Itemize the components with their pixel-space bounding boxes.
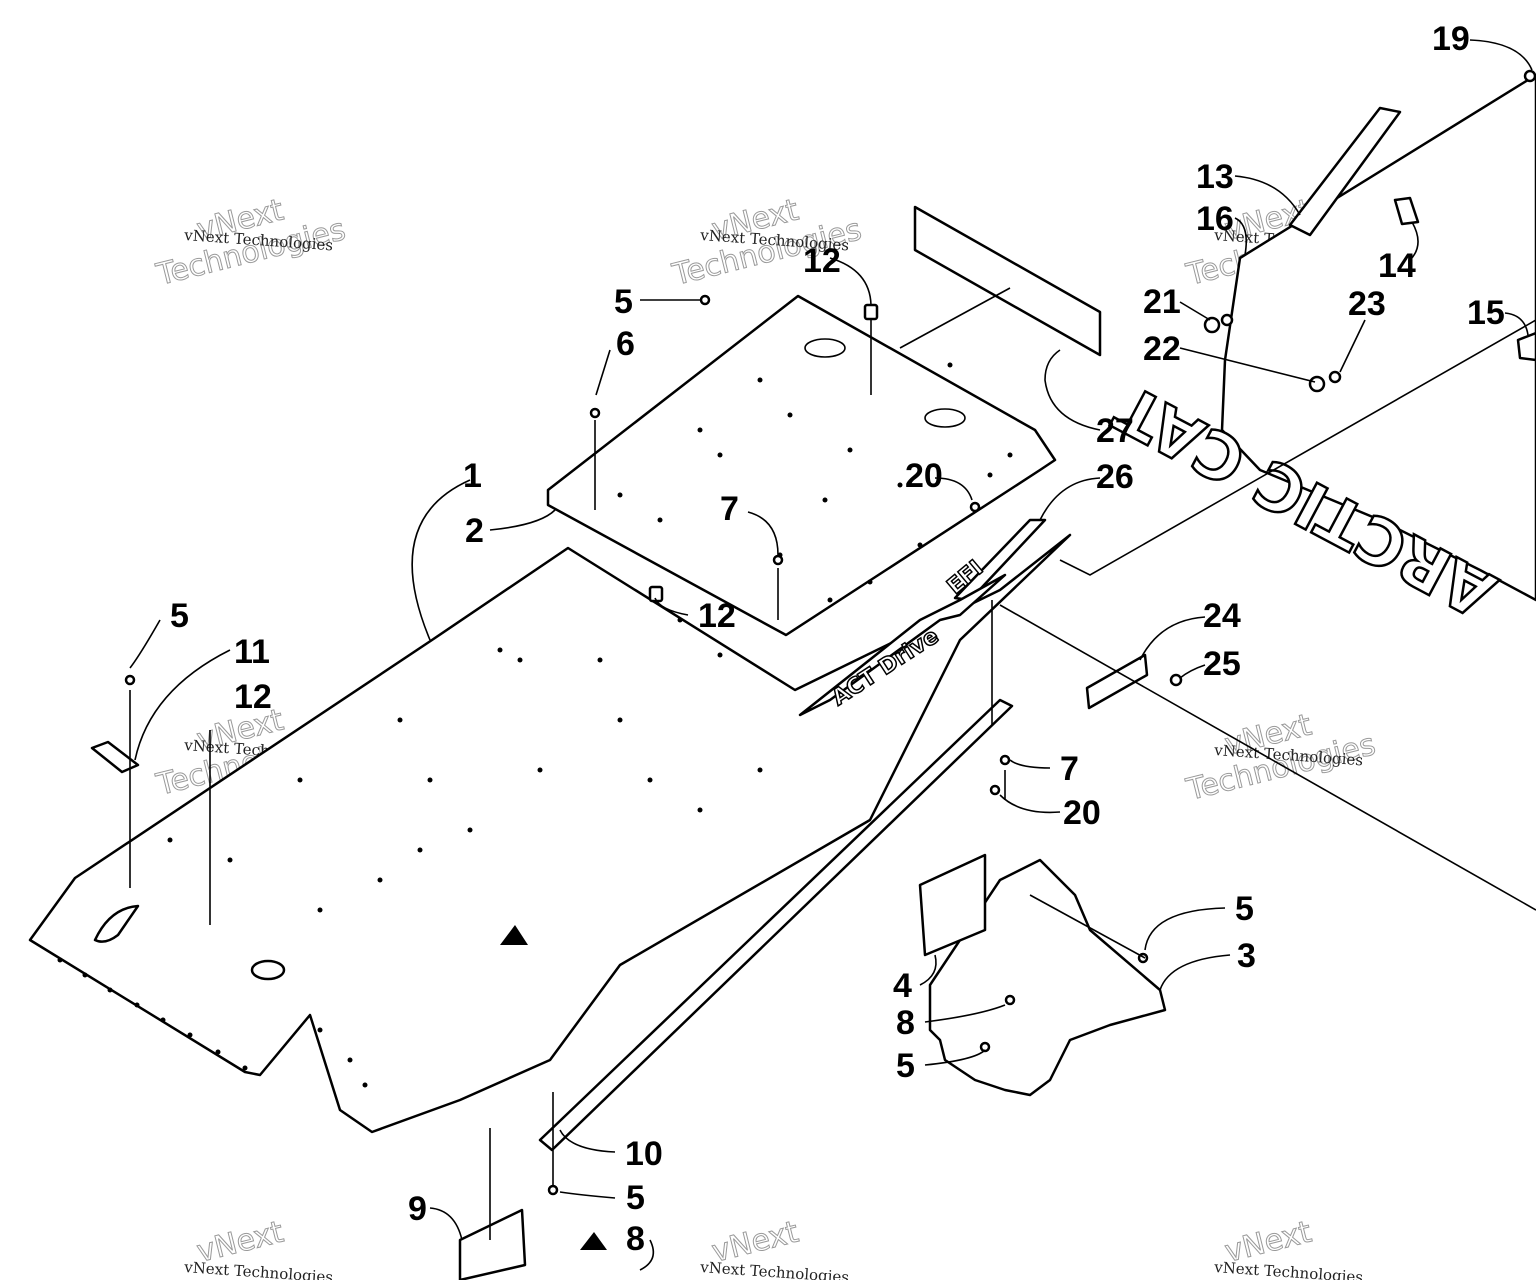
callout-13: 13 <box>1196 158 1234 196</box>
act-drive-decal <box>798 573 1007 717</box>
callout-8-right: 8 <box>896 1004 915 1042</box>
callout-26: 26 <box>1096 458 1134 496</box>
part-14-clip <box>1393 196 1420 226</box>
part-2-tunnel-top-plate <box>546 294 1057 637</box>
part-27-reflector-panel <box>913 205 1102 357</box>
part-9-front-plate <box>458 1208 527 1280</box>
watermark-bottom-right: vNext vNext Technologies <box>1213 1214 1364 1280</box>
direction-arrow-2 <box>580 1232 607 1250</box>
svg-text:vNext Technologies: vNext Technologies <box>699 1258 850 1280</box>
svg-text:vNext Technologies: vNext Technologies <box>183 1258 334 1280</box>
callout-1: 1 <box>463 457 482 495</box>
callout-labels: 19 13 16 14 21 23 15 22 12 5 6 27 1 20 2… <box>170 20 1505 1258</box>
callout-7-top: 7 <box>720 490 739 528</box>
part-1-front-hole <box>250 959 286 981</box>
part-15-clip <box>1516 331 1536 362</box>
callout-2: 2 <box>465 512 484 550</box>
callout-21: 21 <box>1143 283 1181 321</box>
fastener-hardware <box>124 69 1536 1196</box>
part-1-cutout <box>93 904 140 943</box>
callout-11: 11 <box>234 633 270 671</box>
callout-12-top: 12 <box>803 242 841 280</box>
watermark-mid-right: vNext Technologies vNext Technologies <box>1182 707 1379 808</box>
callout-22: 22 <box>1143 330 1181 368</box>
callout-23: 23 <box>1348 285 1386 323</box>
callout-8-bottom: 8 <box>626 1220 645 1258</box>
part-3-bracket <box>928 858 1167 1097</box>
mounting-holes <box>57 362 1013 1088</box>
callout-16: 16 <box>1196 200 1234 238</box>
callout-7-right: 7 <box>1060 750 1079 788</box>
part-24-backing-plate <box>1085 653 1149 710</box>
callout-19: 19 <box>1432 20 1470 58</box>
callout-9: 9 <box>408 1190 427 1228</box>
callout-5-left: 5 <box>170 597 189 635</box>
callout-10: 10 <box>625 1135 663 1173</box>
part-10-running-board-strip <box>538 698 1014 1152</box>
callout-4: 4 <box>893 967 912 1005</box>
callout-5-right: 5 <box>1235 890 1254 928</box>
part-11-plate <box>90 740 140 774</box>
callout-25: 25 <box>1203 645 1241 683</box>
watermark-bottom-center: vNext vNext Technologies <box>699 1214 850 1280</box>
callout-24: 24 <box>1203 597 1241 635</box>
svg-text:vNext Technologies: vNext Technologies <box>1213 1258 1364 1280</box>
callout-14: 14 <box>1378 247 1416 285</box>
callout-5-top: 5 <box>614 283 633 321</box>
callout-12-mid: 12 <box>698 597 736 635</box>
callout-3: 3 <box>1237 937 1256 975</box>
part-13-snowflap-stiffener <box>1288 106 1402 237</box>
callout-20-right: 20 <box>1063 794 1101 832</box>
snowflap-body <box>1220 73 1536 602</box>
part-2-slots <box>804 338 966 428</box>
callout-5-bottom: 5 <box>626 1179 645 1217</box>
callout-15: 15 <box>1467 294 1505 332</box>
leader-lines <box>129 39 1536 1271</box>
callout-6: 6 <box>616 325 635 363</box>
callout-27: 27 <box>1096 412 1134 450</box>
callout-20-top: 20 <box>905 457 943 495</box>
part-1-tunnel-main <box>28 533 1072 1134</box>
part-4-mounting-plate <box>918 853 987 957</box>
watermark-bottom-left: vNext vNext Technologies <box>183 1214 334 1280</box>
watermark-top-left: vNext Technologies vNext Technologies <box>152 192 349 293</box>
callout-5-bracket: 5 <box>896 1047 915 1085</box>
direction-arrow-1 <box>500 925 528 945</box>
callout-12-left: 12 <box>234 678 272 716</box>
